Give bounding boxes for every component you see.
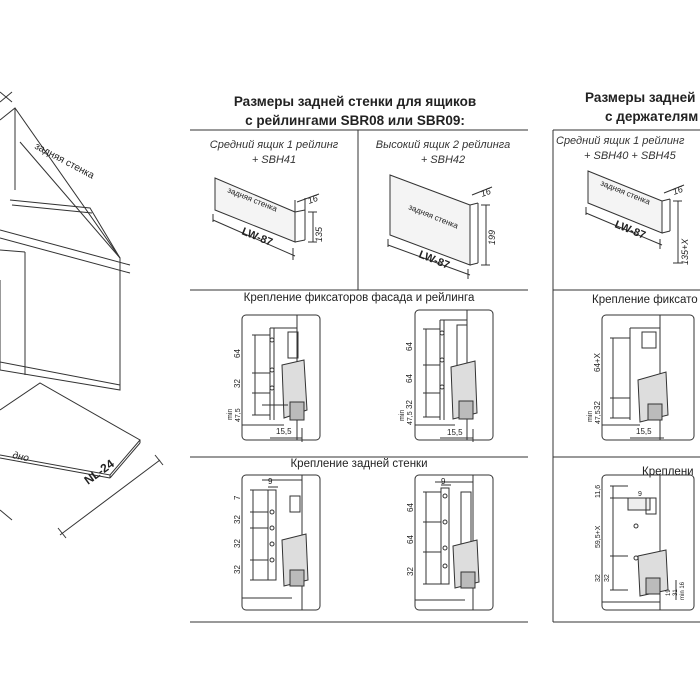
bd1-d32b: 32 — [233, 539, 242, 548]
back-panel-1-height: 135 — [314, 226, 324, 242]
fd1-d47: 47,5 — [235, 408, 242, 422]
bd1-d32c: 32 — [233, 565, 242, 574]
bd1-d7: 7 — [233, 495, 242, 500]
back-panel-3-height: 135+X — [680, 238, 690, 265]
back-panel-1-thickness: 16 — [306, 193, 319, 206]
fd2-d32: 32 — [405, 400, 414, 409]
fd1-d15: 15,5 — [276, 427, 292, 436]
fd3-min: min — [587, 411, 594, 422]
bd3-d59x: 59,5+X — [595, 525, 602, 548]
back-panel-1: задняя стенка LW-87 16 135 — [212, 177, 324, 260]
fd3-d64x: 64+X — [593, 352, 602, 372]
col3-caption: Средний ящик 1 рейлинг + SBH40 + SBH45 — [556, 134, 700, 164]
fd3-d32: 32 — [593, 401, 602, 410]
col1-line2: + SBH41 — [251, 154, 297, 166]
col1-caption: Средний ящик 1 рейлинг + SBH41 — [190, 138, 358, 168]
fd2-d64: 64 — [405, 342, 414, 351]
bd2-d64a: 64 — [406, 503, 415, 512]
col2-line2: + SBH42 — [420, 154, 466, 166]
fd1-d64: 64 — [233, 349, 242, 358]
back-panel-2: задняя стенка LW-87 16 199 — [387, 174, 497, 279]
front-fix-detail-1: 64 32 min 47,5 15,5 — [227, 314, 321, 442]
back-fix-detail-2: 9 64 64 32 — [406, 474, 494, 611]
bd3-d9: 9 — [638, 491, 642, 498]
fd1-d32: 32 — [233, 379, 242, 388]
header-b-line1: Размеры задней — [585, 90, 696, 105]
header-a-line2: с рейлингами SBR08 или SBR09: — [245, 113, 465, 128]
bd3-d19: 19 — [666, 589, 672, 596]
bd1-d9: 9 — [268, 477, 273, 486]
bd2-d9: 9 — [441, 477, 446, 486]
fd1-min: min — [227, 409, 234, 420]
bd3-d32b: 32 — [604, 574, 611, 582]
bd3-min16: min 16 — [680, 581, 686, 600]
header-b-line2: с держателям — [605, 109, 699, 124]
back-fix-detail-3: 11,6 59,5+X 32 32 9 19 31 min 16 — [595, 474, 695, 611]
bd1-d32a: 32 — [233, 515, 242, 524]
cabinet-drawing: задняя стенка дно NL-24 — [0, 91, 164, 539]
header-b: Размеры задней с держателям — [585, 88, 700, 126]
cabinet-bottom-label: дно — [11, 450, 30, 464]
header-a-line1: Размеры задней стенки для ящиков — [233, 94, 477, 109]
back-panel-3: задняя стенка LW-87 16 135+X — [585, 170, 690, 265]
bd2-d32: 32 — [406, 567, 415, 576]
back-fix-detail-1: 9 7 32 32 32 — [233, 474, 321, 611]
bd3-d31: 31 — [673, 589, 679, 596]
col2-line1: Высокий ящик 2 рейлинга — [375, 139, 511, 151]
back-panel-2-height: 199 — [487, 230, 497, 245]
fd3-d15: 15,5 — [636, 427, 652, 436]
bd2-d64b: 64 — [406, 535, 415, 544]
fd2-min: min — [399, 410, 406, 421]
col3-line2: + SBH40 + SBH45 — [584, 150, 676, 162]
front-fix-detail-2: 64 64 32 min 47,5 15,5 — [399, 309, 494, 442]
front-fix-detail-3: 64+X 32 min 47,5 15,5 — [587, 314, 695, 441]
back-panel-3-thickness: 16 — [671, 184, 684, 197]
col2-caption: Высокий ящик 2 рейлинга + SBH42 — [358, 138, 528, 168]
section-back-title: Крепление задней стенки — [290, 458, 428, 470]
header-a: Размеры задней стенки для ящиков с рейли… — [200, 92, 510, 130]
fd3-d47: 47,5 — [595, 410, 602, 424]
section-front-title: Крепление фиксаторов фасада и рейлинга — [243, 292, 475, 304]
fd2-d15: 15,5 — [447, 428, 463, 437]
col1-line1: Средний ящик 1 рейлинг — [209, 139, 339, 151]
bd3-d116: 11,6 — [595, 485, 602, 498]
bd3-d32a: 32 — [595, 574, 602, 582]
section-front-title-partial: Крепление фиксато — [592, 294, 698, 306]
col3-line1: Средний ящик 1 рейлинг — [556, 135, 685, 147]
fd2-d64b: 64 — [405, 374, 414, 383]
back-panel-2-thickness: 16 — [479, 186, 492, 199]
fd2-d47: 47,5 — [407, 411, 414, 425]
